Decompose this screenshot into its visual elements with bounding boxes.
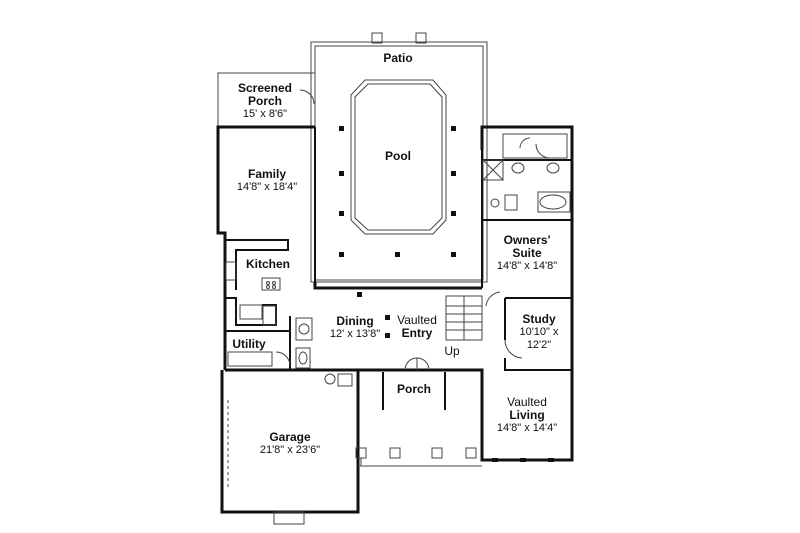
screened-porch-label: Screened Porch 15' x 8'6" <box>220 82 310 121</box>
utility-name: Utility <box>232 337 266 351</box>
entry-prefix: Vaulted <box>397 313 437 327</box>
patio-posts <box>371 32 427 44</box>
porch-label: Porch <box>386 383 442 396</box>
utility-fixtures <box>227 317 313 369</box>
living-dims: 14'8" x 14'4" <box>496 422 558 434</box>
stairs <box>445 291 501 341</box>
study-dims-line2: 12'2" <box>526 339 552 351</box>
dining-label: Dining 12' x 13'8" <box>320 315 390 341</box>
stair-up-text: Up <box>444 344 460 358</box>
stair-label: Up <box>442 345 462 358</box>
lanai-columns <box>339 126 456 338</box>
garage-fixtures <box>227 373 353 525</box>
dining-dims: 12' x 13'8" <box>329 328 381 340</box>
family-label: Family 14'8" x 18'4" <box>222 168 312 194</box>
screened-porch-name-line2: Porch <box>247 94 282 108</box>
garage-dims: 21'8" x 23'6" <box>259 444 321 456</box>
study-label: Study 10'10" x 12'2" <box>508 313 570 352</box>
study-door <box>504 339 523 359</box>
utility-label: Utility <box>226 338 272 351</box>
kitchen-name: Kitchen <box>245 257 290 271</box>
dining-name: Dining <box>336 314 374 328</box>
owners-suite-label: Owners' Suite 14'8" x 14'8" <box>484 234 570 273</box>
living-prefix: Vaulted <box>507 395 547 409</box>
garage-name: Garage <box>269 430 311 444</box>
pool-basin <box>350 79 447 235</box>
front-porch <box>355 447 482 467</box>
kitchen-label: Kitchen <box>238 258 298 271</box>
entry-name: Entry <box>401 326 433 340</box>
living-label: Vaulted Living 14'8" x 14'4" <box>486 396 568 435</box>
entry-label: Vaulted Entry <box>392 314 442 340</box>
pool-label: Pool <box>358 150 438 163</box>
kitchen-fixtures <box>225 261 281 326</box>
family-name: Family <box>247 167 286 181</box>
family-dims: 14'8" x 18'4" <box>236 181 298 193</box>
owners-suite-name-line1: Owners' <box>503 233 551 247</box>
entry-doors <box>404 357 430 371</box>
owners-suite-dims: 14'8" x 14'8" <box>496 260 558 272</box>
living-windows <box>492 458 554 462</box>
study-name: Study <box>522 312 556 326</box>
pool-name: Pool <box>385 149 411 163</box>
patio-name: Patio <box>383 51 413 65</box>
study-dims-line1: 10'10" x <box>519 326 559 338</box>
patio-label: Patio <box>355 52 441 65</box>
screened-porch-dims: 15' x 8'6" <box>242 108 288 120</box>
owners-suite-name-line2: Suite <box>512 246 542 260</box>
screened-porch-name-line1: Screened <box>237 81 293 95</box>
bath-fixtures <box>482 133 571 213</box>
living-name: Living <box>509 408 545 422</box>
garage-label: Garage 21'8" x 23'6" <box>240 431 340 457</box>
porch-name: Porch <box>396 382 431 396</box>
